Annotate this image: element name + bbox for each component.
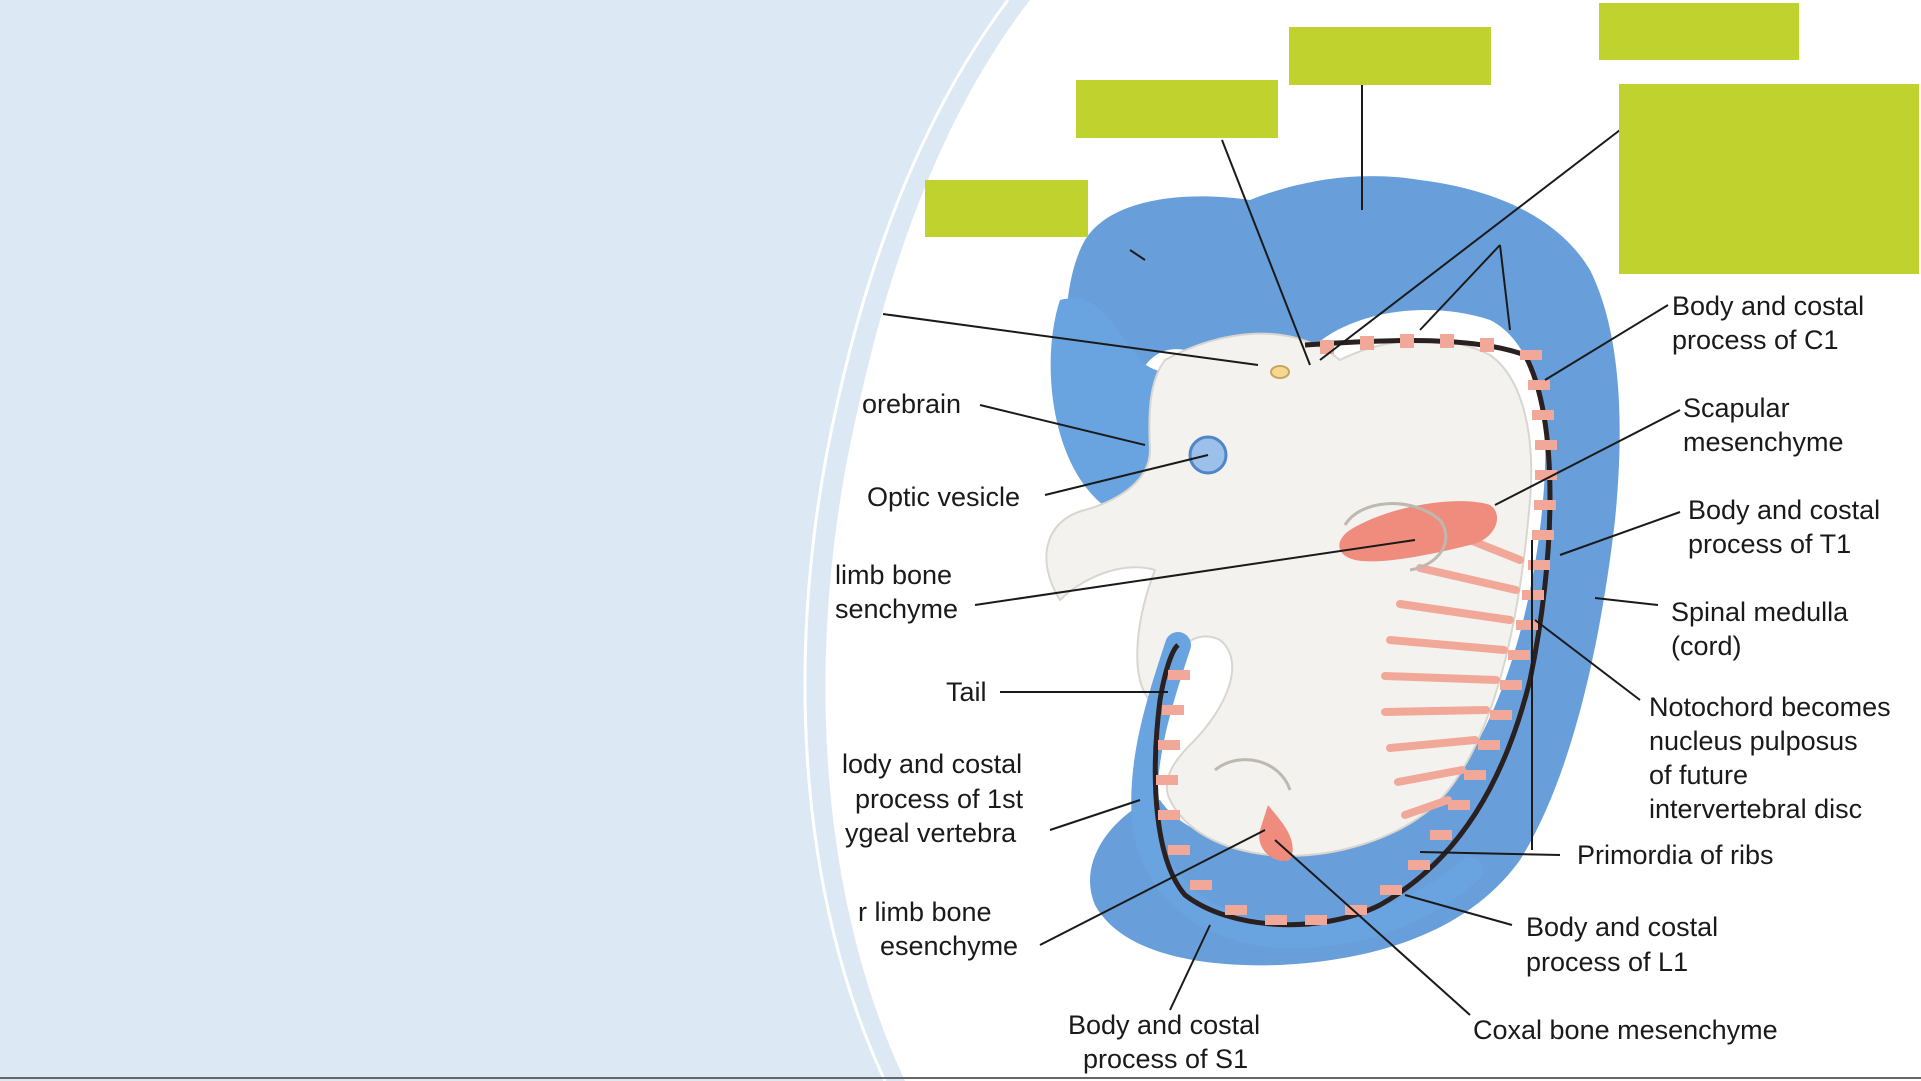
label-notochord-1: Notochord becomes — [1649, 692, 1891, 722]
upper-limb-bud — [1343, 502, 1448, 572]
bottom-edge — [0, 1077, 1921, 1079]
label-optic-vesicle: Optic vesicle — [867, 482, 1021, 512]
coxal-mesenchyme — [1259, 805, 1293, 861]
label-t1-2: process of T1 — [1688, 529, 1852, 559]
panel-edge-stroke-2 — [803, 0, 1010, 1081]
lower-limb-bud — [1214, 758, 1292, 791]
label-notochord-4: intervertebral disc — [1649, 794, 1863, 824]
tail — [1131, 632, 1483, 949]
panel-edge-stroke — [818, 0, 1024, 1081]
label-scapular-2: mesenchyme — [1683, 427, 1844, 457]
label-lower-limb-1: r limb bone — [858, 897, 992, 927]
label-upper-limb-2: senchyme — [835, 594, 959, 624]
label-mask-1 — [925, 180, 1088, 237]
label-upper-limb-1: limb bone — [835, 560, 953, 590]
label-c1-1: Body and costal — [1672, 291, 1865, 321]
label-spinal-2: (cord) — [1671, 631, 1742, 661]
label-forebrain: orebrain — [862, 389, 962, 419]
label-s1-2: process of S1 — [1083, 1044, 1249, 1074]
label-lower-limb-2: esenchyme — [880, 931, 1019, 961]
label-scapular-1: Scapular — [1683, 393, 1790, 423]
neural-tube — [1065, 176, 1620, 966]
label-coccygeal-3: ygeal vertebra — [845, 818, 1017, 848]
leader-lines — [882, 85, 1681, 1016]
label-c1-2: process of C1 — [1672, 325, 1839, 355]
label-coxal: Coxal bone mesenchyme — [1473, 1015, 1778, 1045]
label-s1-1: Body and costal — [1068, 1010, 1261, 1040]
label-spinal-1: Spinal medulla — [1671, 597, 1849, 627]
label-notochord-3: of future — [1649, 760, 1749, 790]
label-tail: Tail — [946, 677, 987, 707]
label-t1-1: Body and costal — [1688, 495, 1881, 525]
label-coccygeal-1: lody and costal — [842, 749, 1023, 779]
label-mask-5 — [1619, 84, 1919, 274]
label-mask-4 — [1599, 3, 1799, 60]
label-l1-2: process of L1 — [1526, 947, 1689, 977]
label-l1-1: Body and costal — [1526, 912, 1719, 942]
label-ribs: Primordia of ribs — [1577, 840, 1774, 870]
label-coccygeal-2: process of 1st — [855, 784, 1024, 814]
label-notochord-2: nucleus pulposus — [1649, 726, 1858, 756]
label-mask-2 — [1076, 80, 1278, 138]
otic-structure — [1270, 365, 1290, 379]
label-mask-3 — [1289, 27, 1491, 85]
